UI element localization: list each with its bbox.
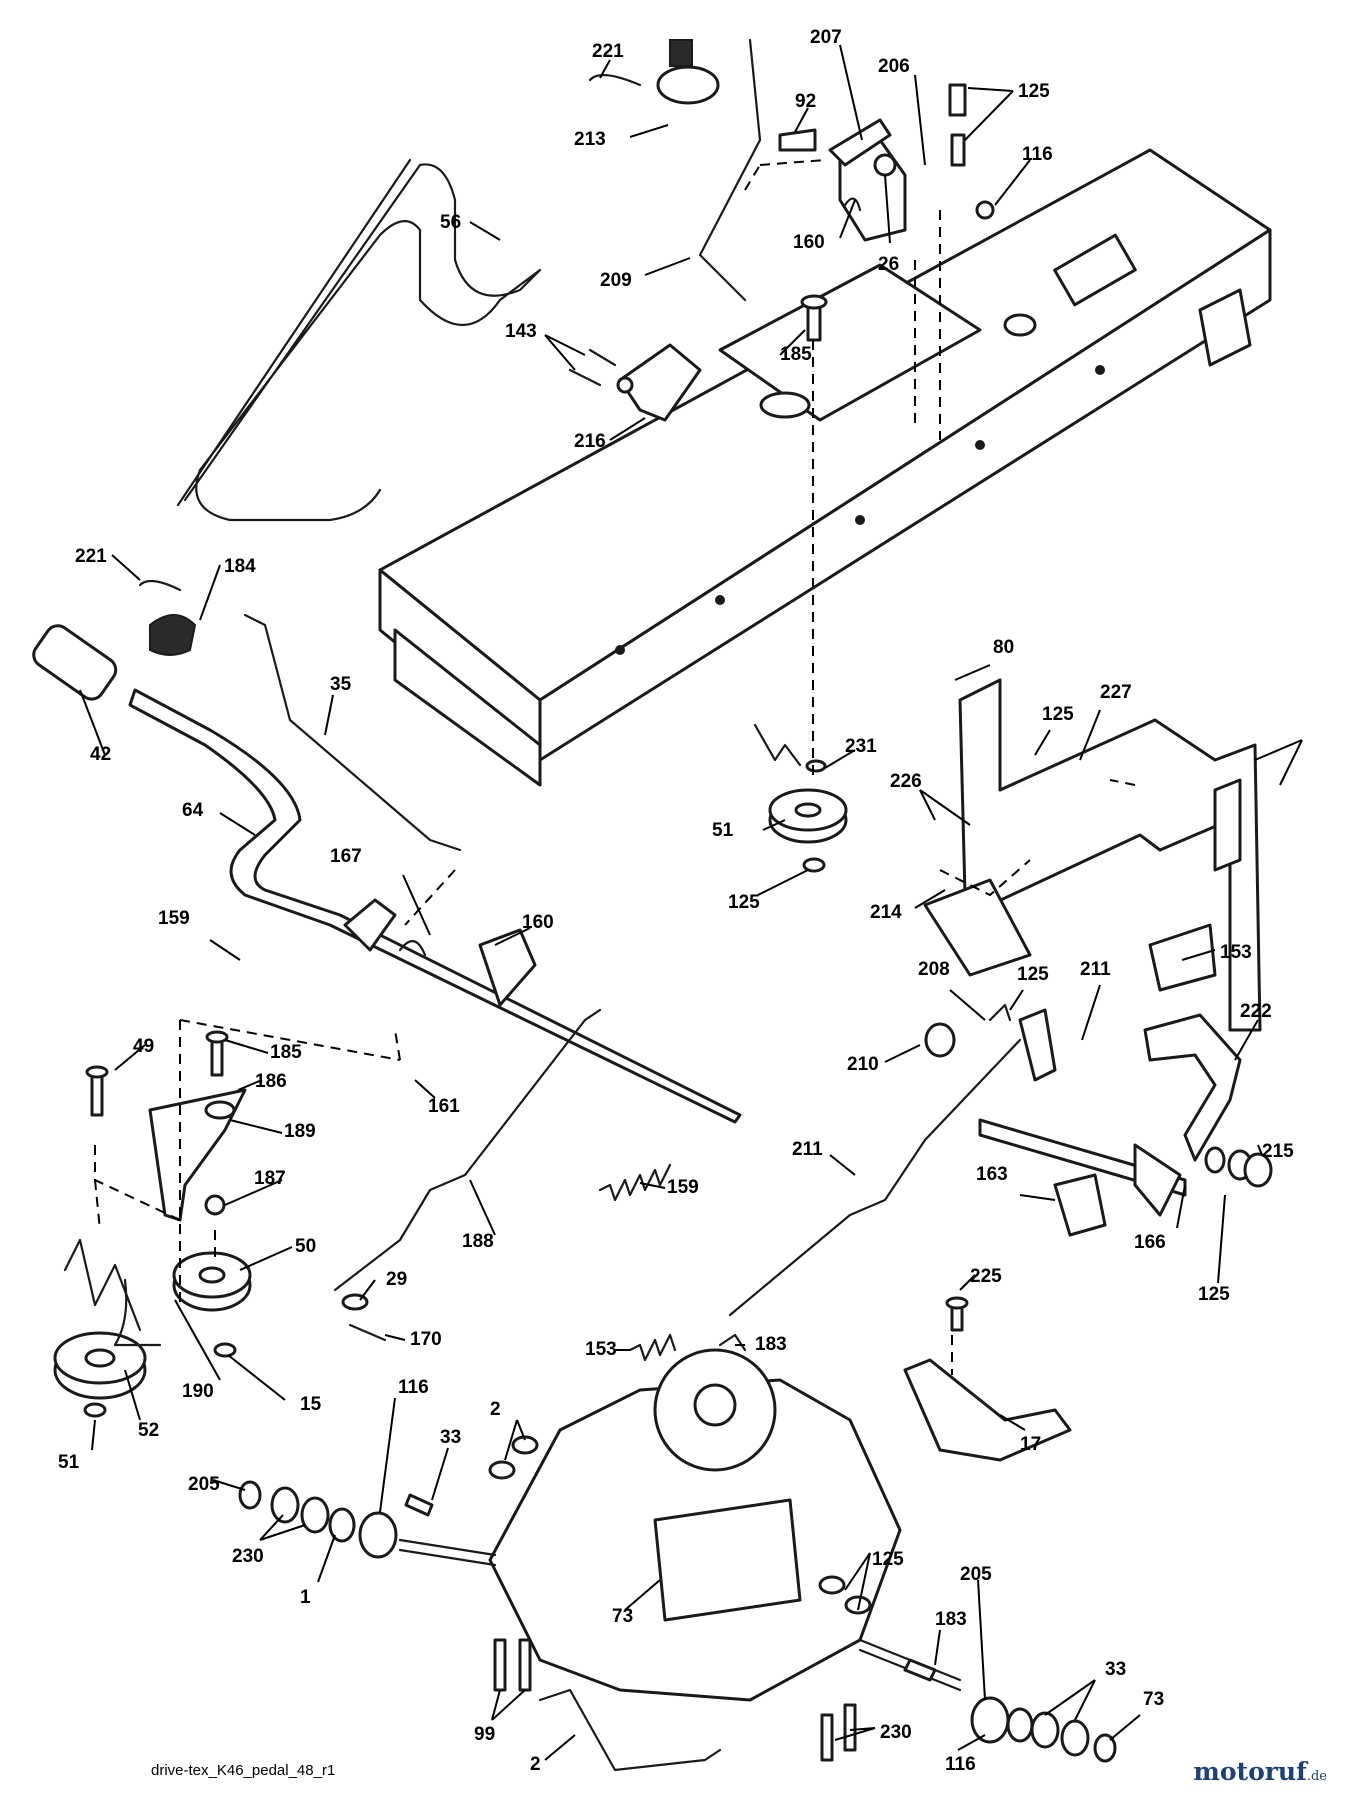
rod xyxy=(728,1038,1022,1317)
callout-label: 116 xyxy=(1022,144,1053,165)
callout-label: 50 xyxy=(295,1236,316,1257)
callout-label: 166 xyxy=(1134,1232,1166,1253)
callout-label: 185 xyxy=(270,1042,302,1063)
spring xyxy=(598,1163,672,1202)
callout-label: 225 xyxy=(970,1266,1002,1287)
callout-label: 211 xyxy=(792,1139,823,1160)
callout-label: 92 xyxy=(795,91,816,112)
callout-label: 189 xyxy=(284,1121,316,1142)
callout-label: 163 xyxy=(976,1164,1008,1185)
callout-label: 208 xyxy=(918,959,950,980)
callout-label: 209 xyxy=(600,270,632,291)
callout-label: 190 xyxy=(182,1381,214,1402)
callout-label: 125 xyxy=(1198,1284,1230,1305)
callout-label: 215 xyxy=(1262,1141,1294,1162)
bracket-plate xyxy=(148,1088,247,1222)
callout-label: 159 xyxy=(158,908,190,929)
pedal-cover xyxy=(1053,1173,1107,1237)
callout-label: 213 xyxy=(574,129,606,150)
site-watermark: motoruf.de xyxy=(1193,1757,1327,1786)
callout-labels: 221 213 207 92 206 125 116 56 160 26 209… xyxy=(58,27,1294,1775)
callout-label: 116 xyxy=(398,1377,429,1398)
grip xyxy=(32,624,118,701)
callout-label: 51 xyxy=(712,820,734,841)
callout-label: 221 xyxy=(592,41,624,62)
callout-label: 2 xyxy=(530,1754,541,1775)
callout-label: 214 xyxy=(870,902,902,923)
callout-label: 221 xyxy=(75,546,107,567)
callout-label: 80 xyxy=(993,637,1014,658)
callout-label: 64 xyxy=(182,800,204,821)
callout-label: 42 xyxy=(90,744,111,765)
callout-label: 187 xyxy=(254,1168,286,1189)
callout-label: 230 xyxy=(880,1722,912,1743)
callout-label: 49 xyxy=(133,1036,154,1057)
rod xyxy=(538,1688,722,1772)
callout-label: 73 xyxy=(612,1606,633,1627)
callout-label: 17 xyxy=(1020,1434,1041,1455)
callout-label: 183 xyxy=(755,1334,787,1355)
callout-label: 226 xyxy=(890,771,922,792)
callout-label: 205 xyxy=(960,1564,992,1585)
callout-label: 160 xyxy=(522,912,554,933)
diagram-caption: drive-tex_K46_pedal_48_r1 xyxy=(151,1762,336,1779)
callout-label: 33 xyxy=(440,1427,461,1448)
callout-label: 125 xyxy=(1018,81,1050,102)
callout-label: 125 xyxy=(1017,964,1049,985)
callout-label: 170 xyxy=(410,1329,442,1350)
callout-label: 188 xyxy=(462,1231,494,1252)
leader-lines xyxy=(79,44,1303,1761)
chassis-frame xyxy=(378,148,1272,787)
callout-label: 29 xyxy=(386,1269,407,1290)
callout-label: 230 xyxy=(232,1546,264,1567)
callout-label: 99 xyxy=(474,1724,495,1745)
callout-label: 116 xyxy=(945,1754,976,1775)
callout-label: 160 xyxy=(793,232,825,253)
callout-label: 15 xyxy=(300,1394,322,1415)
callout-label: 206 xyxy=(878,56,910,77)
callout-label: 125 xyxy=(1042,704,1074,725)
watermark-text: motoruf xyxy=(1193,1757,1307,1786)
callout-label: 56 xyxy=(440,212,461,233)
callout-label: 52 xyxy=(138,1420,159,1441)
callout-label: 153 xyxy=(1220,942,1252,963)
callout-label: 227 xyxy=(1100,682,1132,703)
callout-label: 73 xyxy=(1143,1689,1164,1710)
callout-label: 222 xyxy=(1240,1001,1272,1022)
drive-belt xyxy=(183,163,542,522)
callout-label: 143 xyxy=(505,321,537,342)
callout-label: 35 xyxy=(330,674,352,695)
callout-label: 210 xyxy=(847,1054,879,1075)
callout-label: 231 xyxy=(845,736,877,757)
shift-lever xyxy=(698,38,762,302)
watermark-suffix: .de xyxy=(1306,1769,1327,1784)
callout-label: 26 xyxy=(878,254,899,275)
rod xyxy=(333,1008,602,1292)
callout-label: 125 xyxy=(728,892,760,913)
callout-label: 125 xyxy=(872,1549,904,1570)
callout-label: 216 xyxy=(574,431,606,452)
callout-label: 184 xyxy=(224,556,256,577)
transaxle xyxy=(398,1348,962,1702)
callout-label: 185 xyxy=(780,344,812,365)
pedal-bracket xyxy=(958,678,1262,1032)
callout-label: 205 xyxy=(188,1474,220,1495)
callout-label: 159 xyxy=(667,1177,699,1198)
callout-label: 186 xyxy=(255,1071,287,1092)
callout-label: 211 xyxy=(1080,959,1111,980)
callout-label: 207 xyxy=(810,27,842,48)
callout-label: 153 xyxy=(585,1339,617,1360)
callout-label: 2 xyxy=(490,1399,501,1420)
control-rod xyxy=(243,613,462,852)
shift-knob xyxy=(669,39,693,67)
callout-label: 183 xyxy=(935,1609,967,1630)
callout-label: 33 xyxy=(1105,1659,1126,1680)
callout-label: 161 xyxy=(428,1096,460,1117)
callout-label: 51 xyxy=(58,1452,80,1473)
callout-label: 167 xyxy=(330,846,362,867)
callout-label: 1 xyxy=(300,1587,311,1608)
pedal-pad xyxy=(1148,923,1217,992)
